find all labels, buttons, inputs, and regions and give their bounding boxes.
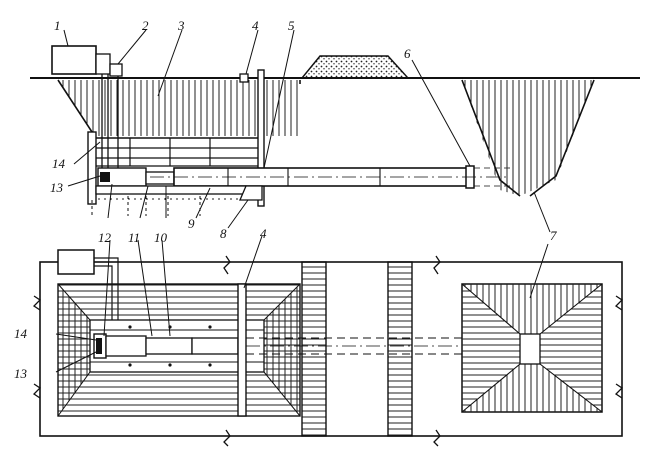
label-6: 6: [404, 46, 411, 61]
callout-labels: 1 2 3 4 5 6 7 8 9 14 13 12 11 10 4 14 13: [14, 18, 557, 381]
label-5: 5: [288, 18, 295, 33]
label-2: 2: [142, 18, 149, 33]
label-8: 8: [220, 226, 227, 241]
receiving-pit: [462, 80, 594, 196]
launch-pit-slope: [57, 79, 93, 133]
label-plan-14: 14: [14, 326, 28, 341]
marker-4: [239, 73, 249, 83]
back-wall: [87, 131, 97, 205]
plan-view: [32, 235, 624, 447]
label-9: 9: [188, 216, 195, 231]
plan-front-wall: [237, 283, 247, 417]
label-1: 1: [54, 18, 61, 33]
plan-boundary: [39, 261, 623, 437]
label-4: 4: [252, 18, 259, 33]
power-unit: [51, 45, 97, 75]
label-12: 12: [98, 230, 112, 245]
spoil-heap: [300, 55, 410, 79]
plan-power-unit: [57, 249, 95, 275]
label-7: 7: [550, 228, 557, 243]
ram: [145, 171, 175, 185]
label-plan-4: 4: [260, 226, 267, 241]
road-strip-2: [387, 261, 413, 437]
label-plan-13: 13: [14, 366, 28, 381]
label-11: 11: [128, 230, 140, 245]
label-13: 13: [50, 180, 64, 195]
label-14: 14: [52, 156, 66, 171]
label-10: 10: [154, 230, 168, 245]
guide-rail: [95, 185, 247, 195]
elevation-view: [30, 29, 640, 233]
label-3: 3: [177, 18, 185, 33]
road-strip-1: [301, 261, 327, 437]
